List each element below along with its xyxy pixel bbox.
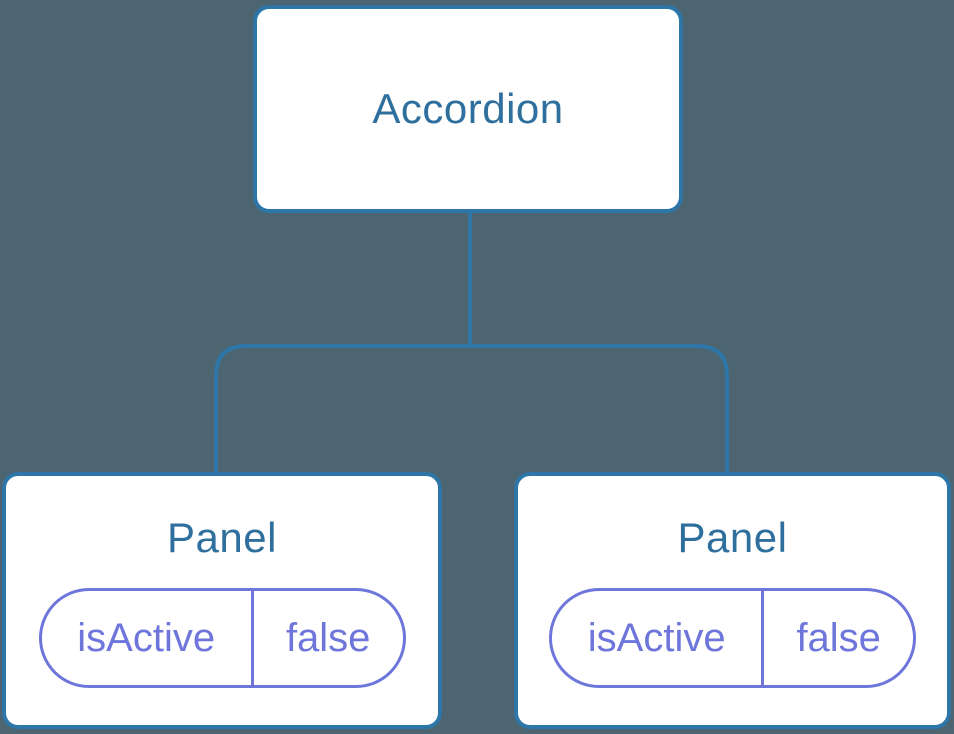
- panel-node-left: Panel isActive false: [2, 472, 442, 729]
- accordion-node-label: Accordion: [372, 85, 564, 132]
- state-pill: isActive false: [549, 588, 916, 688]
- state-key: isActive: [42, 591, 254, 685]
- state-value: false: [796, 615, 881, 660]
- state-pill: isActive false: [38, 588, 406, 688]
- panel-node-label: Panel: [167, 514, 277, 561]
- state-value: false: [285, 615, 371, 660]
- accordion-node: Accordion: [253, 5, 683, 213]
- connector-bracket: [214, 344, 729, 474]
- panel-node-right: Panel isActive false: [514, 472, 951, 729]
- state-key: isActive: [552, 591, 765, 685]
- panel-node-label: Panel: [677, 514, 788, 561]
